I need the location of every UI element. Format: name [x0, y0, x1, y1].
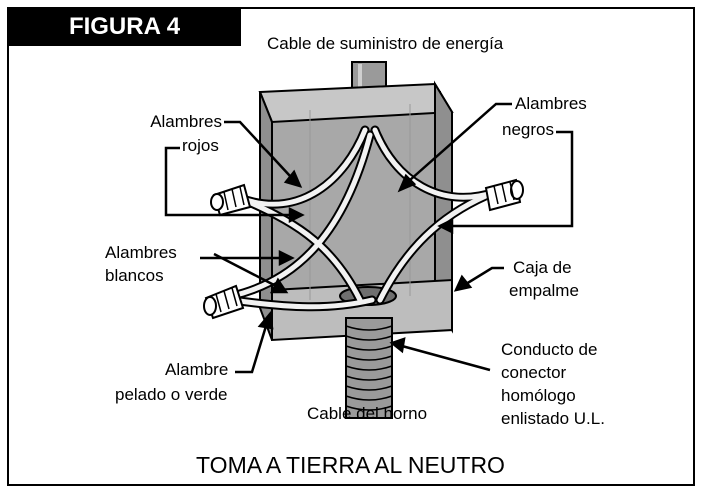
wire-nut-left-top	[210, 183, 252, 217]
label-junction-box-line1: Caja de	[513, 258, 572, 277]
label-bare-wire-line1: Alambre	[165, 360, 229, 379]
label-bare-wire-line2: pelado o verde	[115, 385, 228, 404]
label-conduit-line2: conector	[501, 363, 567, 382]
label-white-wires-line2: blancos	[105, 266, 164, 285]
label-black-wires-line1: Alambres	[515, 94, 587, 113]
label-junction-box-line2: empalme	[509, 281, 579, 300]
label-red-wires-line2: rojos	[182, 136, 219, 155]
wires	[227, 125, 500, 312]
wire-nut-left-bottom	[203, 284, 245, 320]
figure-border	[7, 7, 695, 486]
label-black-wires-line2: negros	[502, 120, 554, 139]
label-red-wires-line1: Alambres	[150, 112, 222, 131]
wire-nut-right	[484, 178, 524, 212]
label-conduit-line1: Conducto de	[501, 340, 598, 359]
label-furnace-cable: Cable del horno	[307, 404, 428, 423]
junction-box	[258, 80, 454, 342]
leader-lines	[164, 102, 574, 374]
label-conduit-line4: enlistado U.L.	[501, 409, 605, 428]
figure-caption: TOMA A TIERRA AL NEUTRO	[196, 452, 505, 478]
label-supply-cable: Cable de suministro de energía	[267, 34, 504, 53]
figure-tag: FIGURA 4	[8, 8, 241, 46]
label-white-wires-line1: Alambres	[105, 243, 177, 262]
label-conduit-line3: homólogo	[501, 386, 576, 405]
furnace-conduit	[345, 317, 393, 419]
